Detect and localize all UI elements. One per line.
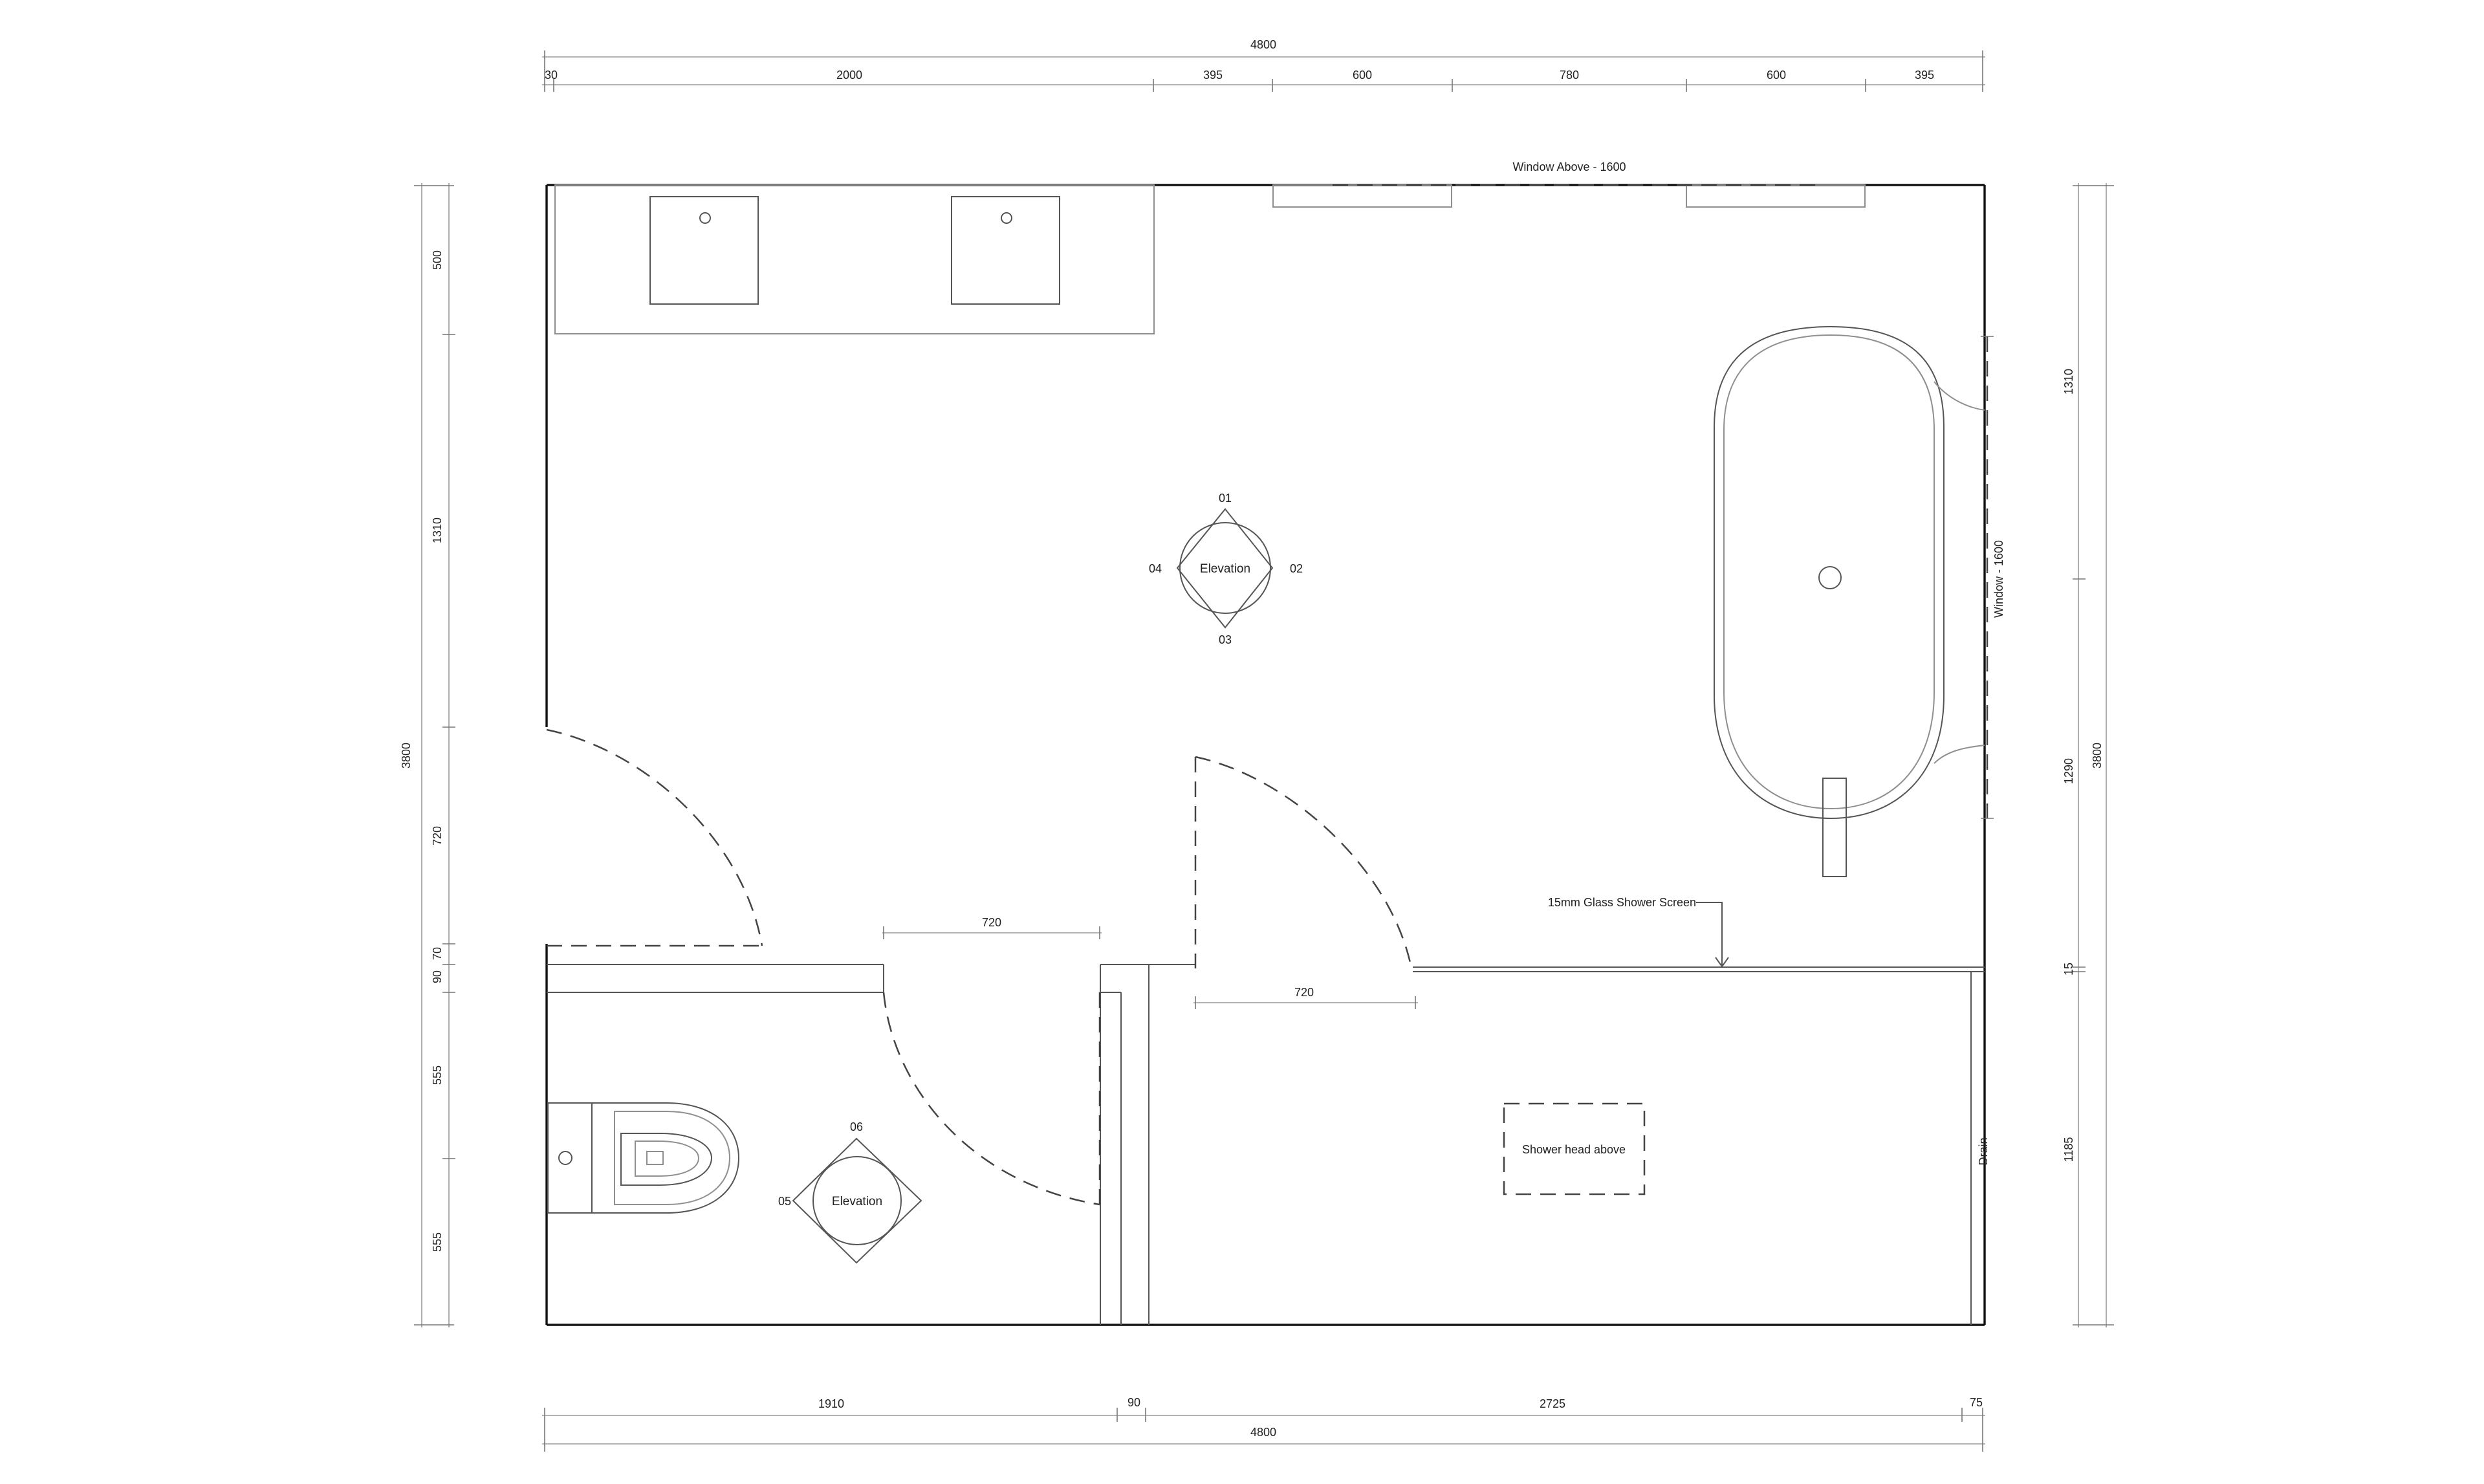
- dim-left-555-a: 555: [431, 1065, 444, 1085]
- top-dimension-chain: 4800 30 2000 395 600 780 600 395: [542, 38, 1985, 92]
- entry-door: [546, 728, 763, 947]
- shower-door: 720: [1193, 756, 1418, 1009]
- dim-bottom-1910: 1910: [818, 1397, 844, 1410]
- elevation-ref-05: 05: [778, 1195, 791, 1208]
- dim-shower-door-720: 720: [1294, 986, 1314, 999]
- elevation-ref-01: 01: [1219, 492, 1232, 505]
- dim-left-overall: 3800: [400, 743, 413, 769]
- dim-bottom-2725: 2725: [1540, 1397, 1565, 1410]
- elevation-marker-main: Elevation 01 02 03 04: [1149, 492, 1303, 646]
- dim-right-1310: 1310: [2062, 369, 2075, 395]
- dim-top-600-a: 600: [1353, 69, 1372, 82]
- window-above: Window Above - 1600: [1272, 160, 1866, 208]
- dim-wc-door-720: 720: [982, 916, 1001, 929]
- shower-head-label: Shower head above: [1522, 1143, 1626, 1156]
- toilet: [547, 1102, 740, 1214]
- elevation-label-main: Elevation: [1200, 562, 1250, 576]
- shower-screen-label: 15mm Glass Shower Screen: [1548, 896, 1696, 909]
- elevation-ref-04: 04: [1149, 562, 1162, 575]
- bath-spout: [1822, 778, 1847, 877]
- elevation-ref-06: 06: [850, 1120, 863, 1133]
- dim-top-395-a: 395: [1203, 69, 1223, 82]
- basin-right: [951, 196, 1060, 305]
- double-vanity: [554, 184, 1155, 334]
- bottom-dimension-chain: 1910 90 2725 75 4800: [542, 1396, 1985, 1452]
- elevation-ref-03: 03: [1219, 633, 1232, 646]
- dim-right-overall: 3800: [2091, 743, 2104, 769]
- dim-right-1185: 1185: [2062, 1137, 2075, 1162]
- exterior-walls: [545, 184, 1986, 1326]
- dim-top-780: 780: [1560, 69, 1579, 82]
- tap-left: [699, 212, 711, 224]
- dim-left-70: 70: [431, 947, 444, 960]
- dim-top-600-b: 600: [1767, 69, 1786, 82]
- dim-right-15: 15: [2062, 963, 2075, 976]
- dim-top-2000: 2000: [836, 69, 862, 82]
- dim-left-720: 720: [431, 826, 444, 846]
- shower-drain: Drain: [1977, 1137, 1990, 1165]
- left-dimension-chain: 3800 500 1310 720 70 90 555 555: [400, 183, 455, 1327]
- right-dimension-chain: 1310 1290 15 1185 3800: [2062, 183, 2114, 1327]
- drain-label: Drain: [1977, 1137, 1990, 1165]
- elevation-marker-wc: Elevation 05 06: [778, 1120, 922, 1264]
- tap-right: [1001, 212, 1012, 224]
- side-window-label: Window - 1600: [1992, 540, 2005, 618]
- wc-partition-walls: [547, 964, 1196, 1325]
- shower-head-above: Shower head above: [1503, 1102, 1646, 1195]
- dim-bottom-overall: 4800: [1250, 1426, 1276, 1439]
- freestanding-bath: [1714, 325, 1985, 877]
- basin-left: [649, 196, 759, 305]
- dim-right-1290: 1290: [2062, 758, 2075, 784]
- dim-left-1310: 1310: [431, 518, 444, 543]
- side-window: Window - 1600: [1981, 336, 2005, 819]
- glass-shower-screen: 15mm Glass Shower Screen: [1413, 896, 1985, 1325]
- wc-door: 720: [882, 916, 1102, 1206]
- elevation-ref-02: 02: [1290, 562, 1303, 575]
- elevation-label-wc: Elevation: [832, 1195, 882, 1208]
- dim-bottom-90: 90: [1128, 1396, 1140, 1409]
- bath-drain: [1818, 566, 1842, 589]
- dim-top-30: 30: [545, 69, 558, 82]
- window-above-label: Window Above - 1600: [1512, 160, 1626, 173]
- dim-bottom-75: 75: [1970, 1396, 1983, 1409]
- dim-left-500: 500: [431, 250, 444, 270]
- dim-left-555-b: 555: [431, 1232, 444, 1252]
- dim-left-90: 90: [431, 970, 444, 983]
- dim-top-395-b: 395: [1915, 69, 1934, 82]
- dim-top-overall: 4800: [1250, 38, 1276, 51]
